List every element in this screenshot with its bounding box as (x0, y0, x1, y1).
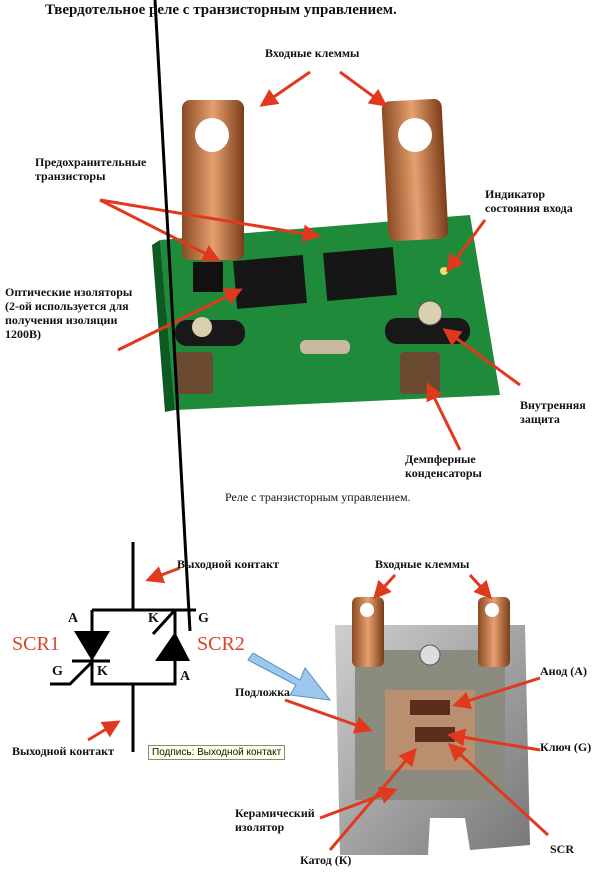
block-arrow (247, 652, 332, 701)
label-fuse-transistors: Предохранительные транзисторы (35, 155, 147, 183)
scr-module-photo (335, 597, 530, 855)
label-input-indicator: Индикатор состояния входа (485, 187, 573, 215)
label-output-bottom: Выходной контакт (12, 744, 114, 758)
label-cathode: Катод (К) (300, 853, 352, 867)
module-arrows (284, 573, 550, 851)
label-substrate: Подложка (235, 685, 290, 699)
label-snubber-capacitors: Демпферные конденсаторы (405, 452, 482, 480)
scr1-symbol (74, 631, 110, 661)
relay-board-photo (152, 98, 500, 412)
pin-g1: G (52, 664, 63, 679)
pin-a1: A (68, 611, 79, 626)
label-internal-protection: Внутренняя защита (520, 398, 586, 426)
pin-g2: G (198, 611, 209, 626)
label-scr2: SCR2 (197, 633, 245, 655)
label-gate: Ключ (G) (540, 740, 592, 754)
pin-k2: K (148, 611, 159, 626)
label-anode: Анод (А) (540, 664, 587, 678)
label-scr1: SCR1 (12, 633, 60, 655)
label-output-top: Выходной контакт (177, 557, 279, 571)
label-ceramic-isolator: Керамический изолятор (235, 806, 315, 834)
pin-k1: K (97, 664, 108, 679)
label-input-terminals: Входные клеммы (265, 46, 360, 60)
scr2-symbol (155, 632, 190, 661)
label-module-input-terminals: Входные клеммы (375, 557, 470, 571)
label-opto-isolators: Оптические изоляторы (2-ой используется … (5, 285, 133, 341)
pin-a2: A (180, 669, 191, 684)
annotation-arrows (87, 70, 521, 742)
tooltip: Подпись: Выходной контакт (148, 745, 286, 760)
figure-caption: Реле с транзисторным управлением. (225, 490, 411, 504)
page-title: Твердотельное реле с транзисторным управ… (45, 2, 397, 18)
label-scr: SCR (550, 842, 575, 856)
